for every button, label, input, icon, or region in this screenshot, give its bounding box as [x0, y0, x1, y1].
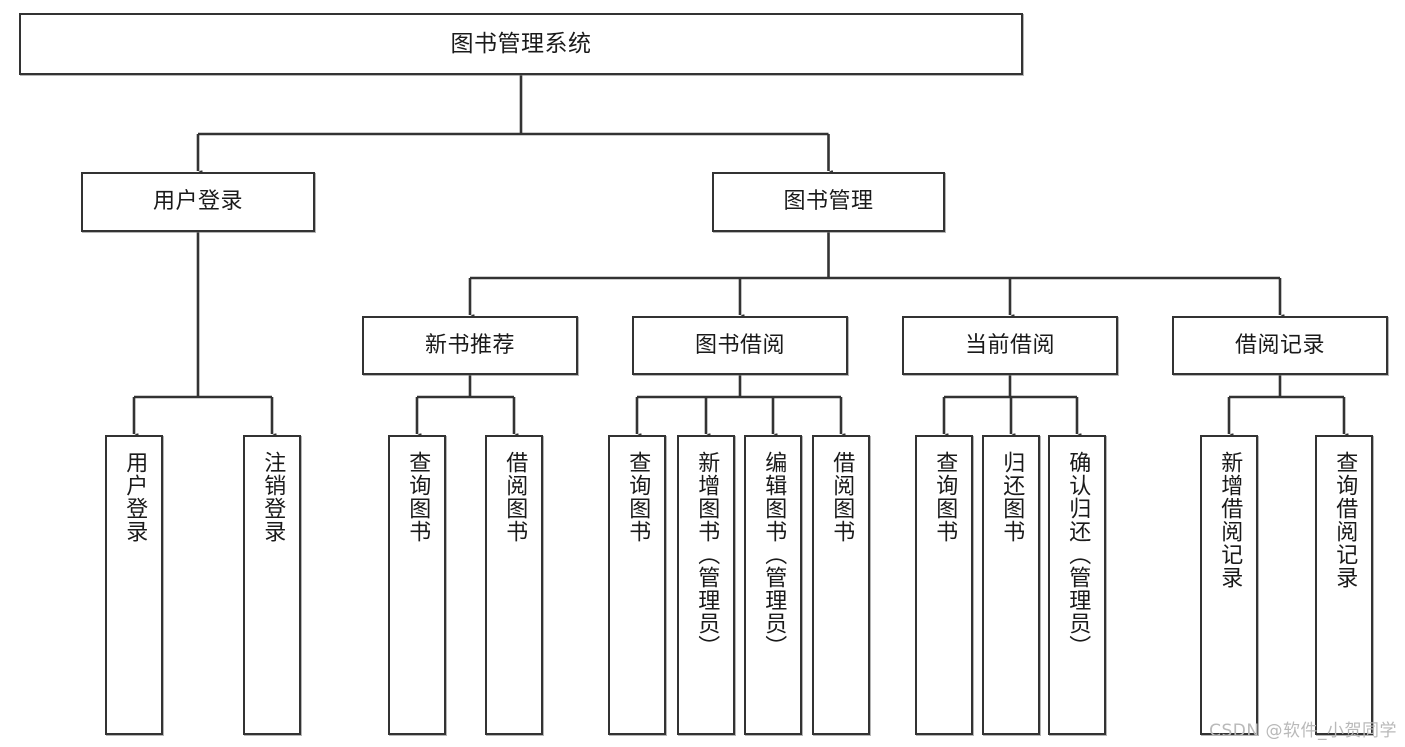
node-leaf-query-book-borrow[interactable]: 查询图书	[608, 435, 666, 735]
node-label: 查询图书	[932, 451, 958, 543]
node-new-book-rec[interactable]: 新书推荐	[362, 316, 578, 375]
node-label: 查询图书	[625, 451, 651, 543]
node-leaf-query-record[interactable]: 查询借阅记录	[1315, 435, 1373, 735]
node-label: 借阅记录	[1234, 332, 1325, 358]
node-current-borrow[interactable]: 当前借阅	[902, 316, 1118, 375]
node-book-manage[interactable]: 图书管理	[712, 172, 945, 232]
node-label: 归还图书	[999, 451, 1025, 543]
node-label: 新增图书（管理员）	[694, 451, 720, 658]
node-label: 用户登录	[152, 189, 243, 215]
node-leaf-return-book[interactable]: 归还图书	[982, 435, 1040, 735]
node-leaf-add-book[interactable]: 新增图书（管理员）	[677, 435, 735, 735]
node-leaf-add-record[interactable]: 新增借阅记录	[1200, 435, 1258, 735]
node-leaf-edit-book[interactable]: 编辑图书（管理员）	[744, 435, 802, 735]
node-leaf-confirm-return[interactable]: 确认归还（管理员）	[1048, 435, 1106, 735]
node-user-login[interactable]: 用户登录	[81, 172, 315, 232]
node-label: 用户登录	[122, 451, 148, 543]
node-label: 借阅图书	[829, 451, 855, 543]
watermark-text: CSDN @软件_小贺同学	[1209, 721, 1397, 741]
node-leaf-logout[interactable]: 注销登录	[243, 435, 301, 735]
node-leaf-borrow-book-rec[interactable]: 借阅图书	[485, 435, 543, 735]
node-root[interactable]: 图书管理系统	[19, 13, 1023, 75]
node-leaf-query-book-current[interactable]: 查询图书	[915, 435, 973, 735]
node-label: 图书管理系统	[450, 30, 592, 57]
node-book-borrow[interactable]: 图书借阅	[632, 316, 848, 375]
node-label: 确认归还（管理员）	[1065, 451, 1091, 658]
node-label: 图书管理	[783, 189, 874, 215]
node-label: 图书借阅	[694, 332, 785, 358]
node-label: 查询图书	[405, 451, 431, 543]
node-label: 新增借阅记录	[1217, 451, 1243, 589]
node-label: 编辑图书（管理员）	[761, 451, 787, 658]
node-label: 当前借阅	[964, 332, 1055, 358]
node-borrow-record[interactable]: 借阅记录	[1172, 316, 1388, 375]
node-leaf-borrow-book[interactable]: 借阅图书	[812, 435, 870, 735]
node-label: 借阅图书	[502, 451, 528, 543]
node-label: 新书推荐	[424, 332, 515, 358]
node-leaf-user-login[interactable]: 用户登录	[105, 435, 163, 735]
node-label: 查询借阅记录	[1332, 451, 1358, 589]
node-label: 注销登录	[260, 451, 286, 543]
node-leaf-query-book-rec[interactable]: 查询图书	[388, 435, 446, 735]
